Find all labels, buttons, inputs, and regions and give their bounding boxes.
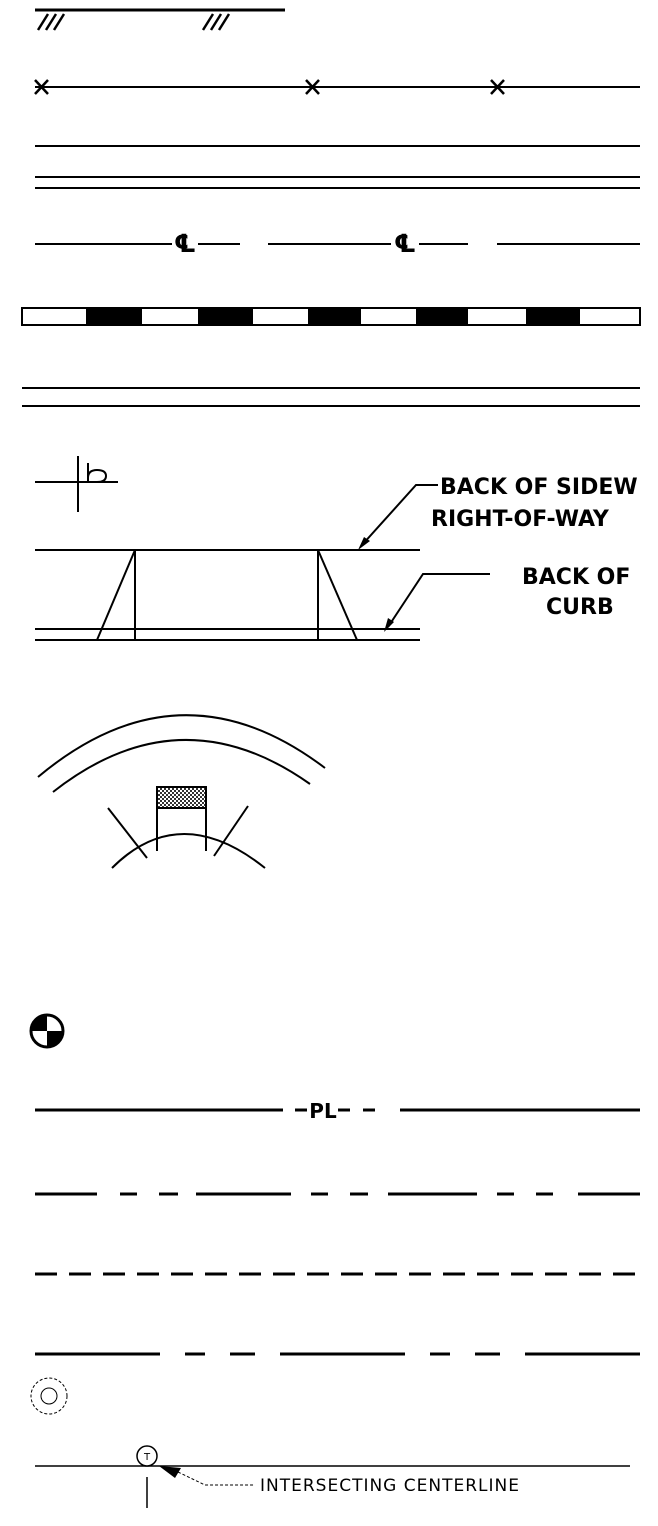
arch-structure: [37, 714, 326, 869]
curb-label-line2: CURB: [546, 595, 614, 620]
intersecting-centerline-symbol: T: [143, 1452, 151, 1463]
sidewalk-label-line1: BACK OF SIDEW: [440, 475, 638, 500]
curb-leader: [384, 573, 490, 632]
double-line: [22, 387, 640, 407]
sidewalk-leader: [358, 484, 438, 550]
property-line-symbol: PL: [309, 1099, 337, 1123]
sidewalk-curb-section: [35, 549, 420, 641]
manhole-symbol: [30, 1377, 68, 1415]
intersecting-centerline-label: INTERSECTING CENTERLINE: [260, 1476, 520, 1496]
centerline: ℄ ℄: [35, 229, 640, 258]
curb-label-line1: BACK OF: [522, 565, 630, 590]
sidewalk-label-line2: RIGHT-OF-WAY: [431, 507, 610, 532]
existing-ground-line: [35, 8, 285, 31]
property-line: PL: [35, 1099, 640, 1123]
benchmark-icon: [29, 1013, 65, 1049]
fence-line: [34, 79, 640, 95]
intersecting-centerline: T INTERSECTING CENTERLINE: [35, 1445, 630, 1508]
centerline-symbol-1: ℄: [174, 229, 196, 258]
edge-lines: [35, 145, 640, 189]
centerline-symbol-2: ℄: [394, 229, 416, 258]
monument-symbol: [35, 456, 118, 512]
railroad-track: [21, 307, 641, 326]
